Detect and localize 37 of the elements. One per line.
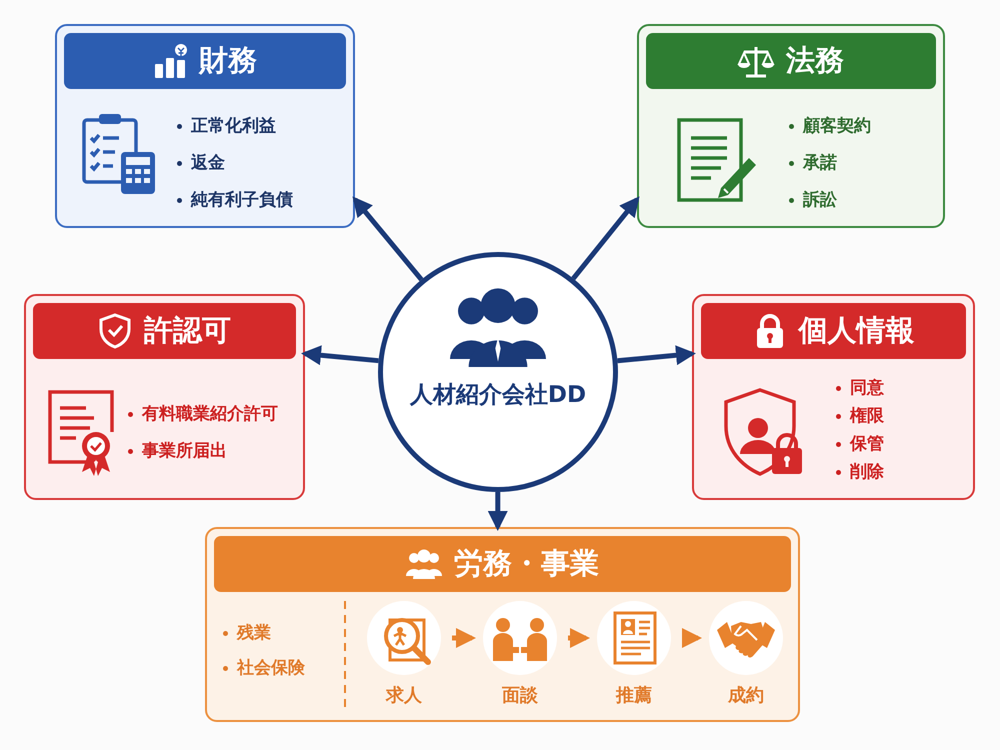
bullet-item: 権限	[834, 404, 884, 427]
category-panel	[637, 24, 945, 228]
bullet-item: 返金	[175, 151, 225, 174]
panel-title: 個人情報	[798, 312, 914, 349]
category-panel	[205, 527, 800, 722]
arrow	[568, 628, 590, 648]
bullet-item: 顧客契約	[787, 114, 871, 137]
category-panel	[24, 294, 305, 500]
panel-title: 許認可	[144, 312, 231, 349]
panel-title: 財務	[199, 42, 257, 79]
arrow	[488, 492, 508, 531]
bullet-item: 純有利子負債	[175, 188, 293, 211]
bullet-item: 有料職業紹介許可	[126, 402, 278, 425]
bullet-item: 残業	[221, 621, 271, 644]
arrow	[617, 345, 696, 366]
arrow	[301, 345, 379, 366]
panel-title: 法務	[786, 42, 844, 79]
category-panel	[692, 294, 975, 500]
step-label: 推薦	[614, 684, 653, 707]
arrow	[452, 628, 476, 648]
bullet-item: 承諾	[787, 151, 837, 174]
panel-title: 労務・事業	[454, 545, 599, 582]
arrow	[571, 196, 640, 280]
arrow	[682, 628, 702, 648]
bullet-item: 事業所届出	[126, 439, 227, 462]
arrow	[352, 196, 424, 282]
bullet-item: 同意	[834, 376, 884, 399]
category-panel	[55, 24, 355, 228]
step-label: 成約	[726, 684, 765, 707]
bullet-item: 削除	[834, 460, 884, 483]
step-label: 求人	[384, 684, 423, 707]
center-title: 人材紹介会社DD	[408, 381, 588, 410]
bullet-item: 保管	[834, 432, 884, 455]
step-label: 面談	[501, 684, 539, 707]
bullet-item: 訴訟	[787, 188, 837, 211]
bullet-item: 社会保険	[221, 656, 305, 679]
bullet-item: 正常化利益	[175, 114, 276, 137]
